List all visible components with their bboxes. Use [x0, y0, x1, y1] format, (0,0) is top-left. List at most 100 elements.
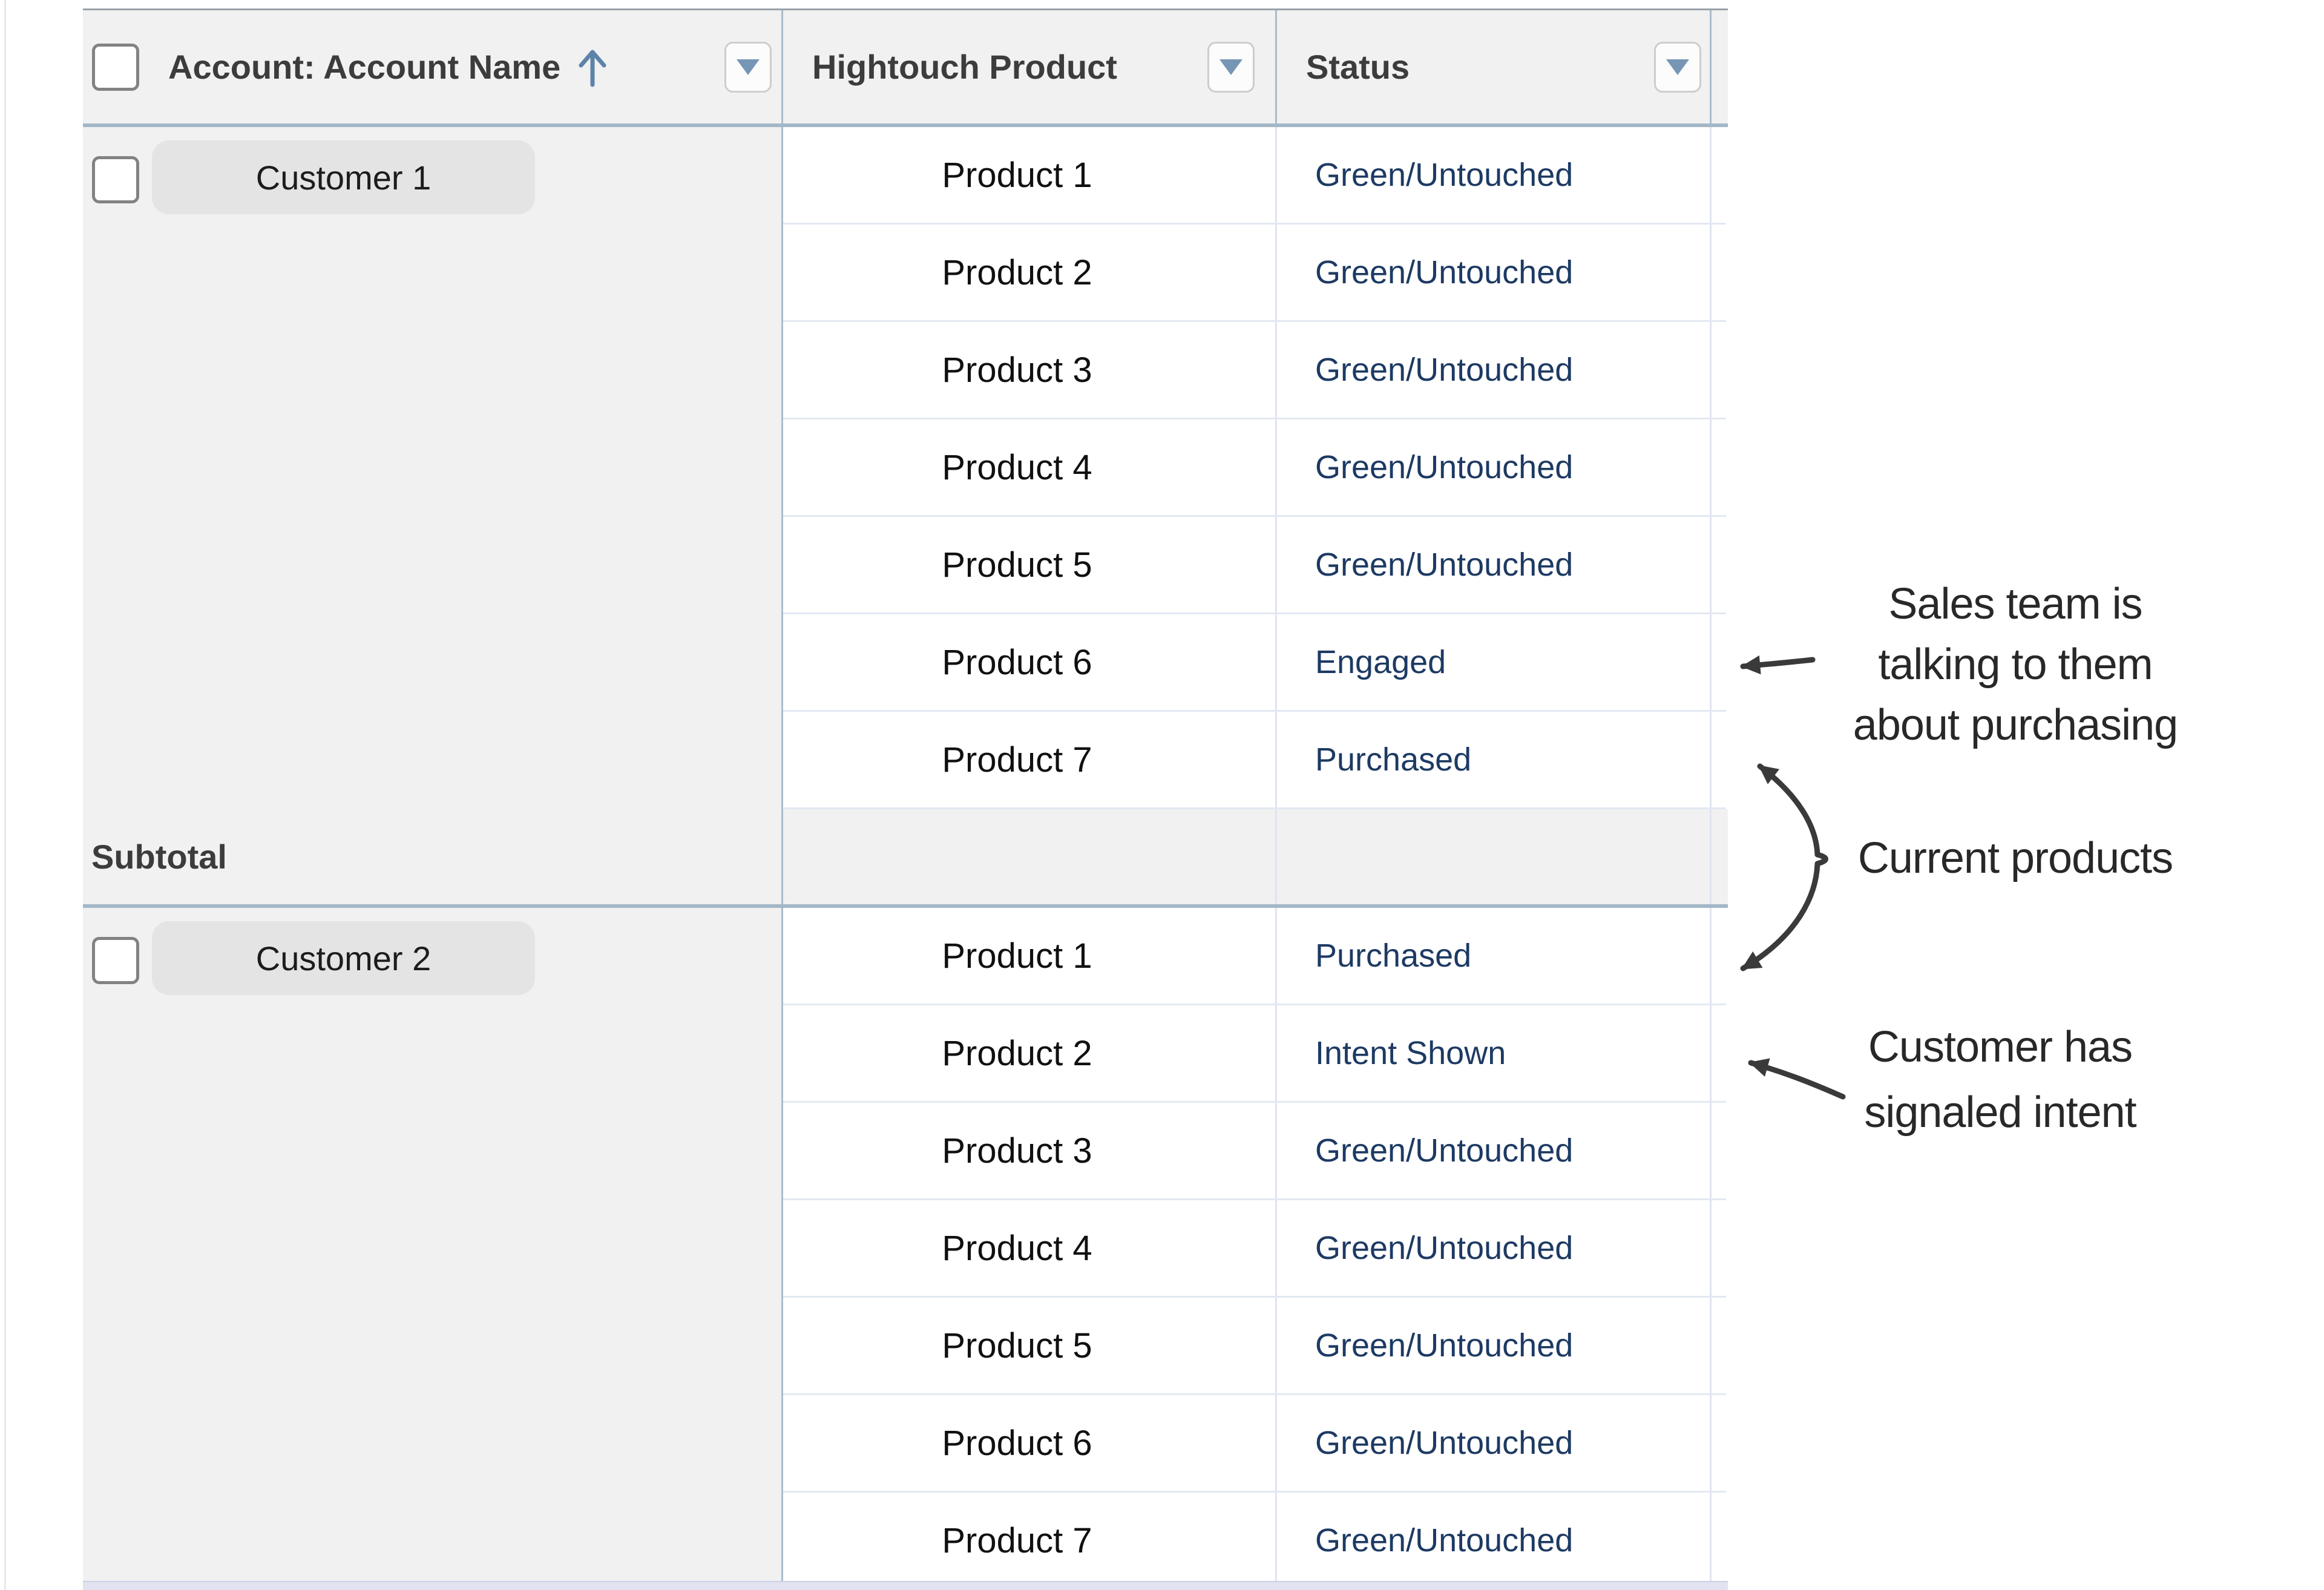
table-row-intent: Product 2 Intent Shown: [783, 1005, 1726, 1103]
row-spacer: [1712, 908, 1726, 1004]
customer-group-1: Customer 1 Product 1 Green/Untouched Pro…: [83, 127, 1728, 809]
column-header-account[interactable]: Account: Account Name: [83, 10, 783, 123]
product-filter-button[interactable]: [1207, 41, 1255, 93]
status-cell: Green/Untouched: [1277, 419, 1712, 515]
subtotal-row: Subtotal: [83, 809, 1728, 908]
table-row: Product 6 Green/Untouched: [783, 1395, 1726, 1493]
status-value[interactable]: Intent Shown: [1315, 1035, 1506, 1071]
subtotal-label-cell: Subtotal: [83, 809, 783, 904]
brace-current-products-bottom: [1740, 861, 1820, 971]
product-value: Product 2: [942, 1033, 1092, 1073]
product-cell: Product 3: [783, 322, 1277, 418]
product-cell: Product 4: [783, 1200, 1277, 1296]
customer-group-2: Customer 2 Product 1 Purchased Product 2…: [83, 908, 1728, 1590]
status-filter-button[interactable]: [1654, 41, 1701, 93]
customer-2-rows: Product 1 Purchased Product 2 Intent Sho…: [783, 908, 1726, 1590]
row-spacer: [1712, 127, 1726, 223]
subtotal-product-cell: [783, 809, 1277, 904]
table-row-purchased: Product 1 Purchased: [783, 908, 1726, 1005]
product-cell: Product 6: [783, 1395, 1277, 1491]
status-cell: Green/Untouched: [1277, 1298, 1712, 1393]
status-cell: Green/Untouched: [1277, 322, 1712, 418]
table-header-row: Account: Account Name Hightouch Product …: [83, 10, 1728, 127]
account-cell-customer-2: Customer 2: [83, 908, 783, 1590]
product-value: Product 1: [942, 155, 1092, 195]
status-cell: Purchased: [1277, 908, 1712, 1004]
column-header-product-label: Hightouch Product: [812, 48, 1117, 86]
status-value[interactable]: Green/Untouched: [1315, 449, 1574, 485]
customer-2-checkbox[interactable]: [92, 937, 139, 984]
product-value: Product 1: [942, 936, 1092, 976]
product-cell: Product 7: [783, 1493, 1277, 1588]
product-value: Product 4: [942, 447, 1092, 487]
status-value[interactable]: Purchased: [1315, 938, 1472, 974]
arrow-engaged: [1740, 655, 1816, 675]
status-value[interactable]: Purchased: [1315, 741, 1472, 778]
sort-ascending-icon: [579, 50, 606, 87]
select-all-checkbox[interactable]: [92, 43, 139, 91]
filter-dropdown-icon: [1219, 59, 1242, 75]
account-cell-customer-1: Customer 1: [83, 127, 783, 809]
row-spacer: [1712, 225, 1726, 320]
status-value[interactable]: Green/Untouched: [1315, 1327, 1574, 1364]
product-value: Product 6: [942, 642, 1092, 682]
status-value[interactable]: Green/Untouched: [1315, 1522, 1574, 1559]
row-spacer: [1712, 322, 1726, 418]
table-row: Product 4 Green/Untouched: [783, 1200, 1726, 1298]
table-row-engaged: Product 6 Engaged: [783, 614, 1726, 712]
product-cell: Product 5: [783, 517, 1277, 613]
subtotal-status-cell: [1277, 809, 1712, 904]
brace-current-products-top: [1757, 763, 1820, 858]
product-cell: Product 4: [783, 419, 1277, 515]
product-cell: Product 3: [783, 1103, 1277, 1198]
product-cell: Product 7: [783, 712, 1277, 807]
status-value[interactable]: Green/Untouched: [1315, 157, 1574, 193]
horizontal-scrollbar[interactable]: [83, 1581, 1728, 1590]
status-cell: Green/Untouched: [1277, 225, 1712, 320]
row-spacer: [1712, 1395, 1726, 1491]
customer-1-name: Customer 1: [152, 140, 535, 214]
row-spacer: [1712, 712, 1726, 807]
annotation-signaled-intent: Customer has signaled intent: [1864, 1023, 2136, 1137]
customer-1-checkbox[interactable]: [92, 156, 139, 203]
annotation-current-products: Current products: [1857, 834, 2173, 882]
customer-2-name: Customer 2: [152, 921, 535, 995]
status-value[interactable]: Green/Untouched: [1315, 1230, 1574, 1266]
status-cell: Purchased: [1277, 712, 1712, 807]
column-header-product[interactable]: Hightouch Product: [783, 10, 1277, 123]
table-row: Product 7 Green/Untouched: [783, 1493, 1726, 1590]
window-left-border: [4, 0, 6, 1590]
row-spacer: [1712, 1493, 1726, 1588]
product-value: Product 4: [942, 1228, 1092, 1268]
product-cell: Product 1: [783, 127, 1277, 223]
status-cell: Green/Untouched: [1277, 1103, 1712, 1198]
status-value[interactable]: Green/Untouched: [1315, 1132, 1574, 1169]
product-cell: Product 5: [783, 1298, 1277, 1393]
product-cell: Product 6: [783, 614, 1277, 710]
product-value: Product 7: [942, 1520, 1092, 1560]
product-value: Product 2: [942, 252, 1092, 292]
table-row: Product 4 Green/Untouched: [783, 419, 1726, 517]
table-row-purchased: Product 7 Purchased: [783, 712, 1726, 809]
column-header-status[interactable]: Status: [1277, 10, 1712, 123]
account-filter-button[interactable]: [724, 41, 772, 93]
row-spacer: [1712, 1298, 1726, 1393]
table-row: Product 3 Green/Untouched: [783, 1103, 1726, 1200]
status-value[interactable]: Green/Untouched: [1315, 352, 1574, 388]
status-value[interactable]: Green/Untouched: [1315, 254, 1574, 291]
row-spacer: [1712, 1103, 1726, 1198]
status-cell: Green/Untouched: [1277, 127, 1712, 223]
status-value[interactable]: Green/Untouched: [1315, 1425, 1574, 1461]
row-spacer: [1712, 419, 1726, 515]
product-value: Product 5: [942, 1326, 1092, 1365]
customer-1-rows: Product 1 Green/Untouched Product 2 Gree…: [783, 127, 1726, 809]
status-value[interactable]: Green/Untouched: [1315, 547, 1574, 583]
product-value: Product 7: [942, 740, 1092, 780]
product-cell: Product 1: [783, 908, 1277, 1004]
row-spacer: [1712, 1200, 1726, 1296]
product-value: Product 5: [942, 545, 1092, 585]
status-value[interactable]: Engaged: [1315, 644, 1446, 680]
status-cell: Intent Shown: [1277, 1005, 1712, 1101]
annotation-sales-team: Sales team is talking to them about purc…: [1853, 580, 2178, 749]
